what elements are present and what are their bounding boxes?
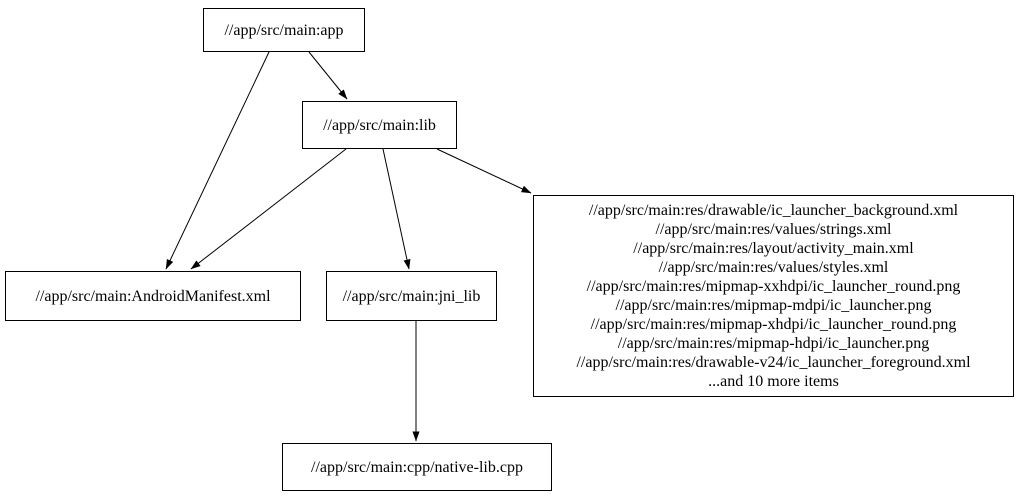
node-nativelib-cpp: //app/src/main:cpp/native-lib.cpp [282,443,552,491]
edge-app-to-androidmanifest [165,51,270,270]
node-app: //app/src/main:app [203,8,365,52]
node-app-label: //app/src/main:app [224,21,344,39]
node-androidmanifest: //app/src/main:AndroidManifest.xml [5,271,301,321]
node-androidmanifest-label: //app/src/main:AndroidManifest.xml [35,287,271,305]
node-nativelib-cpp-label: //app/src/main:cpp/native-lib.cpp [311,458,523,476]
res-group-line: //app/src/main:res/mipmap-hdpi/ic_launch… [617,335,930,352]
res-group-line: //app/src/main:res/layout/activity_main.… [633,240,914,257]
res-group-line: //app/src/main:res/mipmap-mdpi/ic_launch… [615,297,932,314]
node-lib-label: //app/src/main:lib [323,116,436,134]
res-group-line: //app/src/main:res/mipmap-xhdpi/ic_launc… [590,316,957,333]
node-jnilib: //app/src/main:jni_lib [326,271,497,321]
node-jnilib-label: //app/src/main:jni_lib [342,287,481,305]
res-group-line: //app/src/main:res/drawable/ic_launcher_… [588,202,959,219]
edge-lib-to-resgroup [436,148,532,194]
res-group-line: //app/src/main:res/drawable-v24/ic_launc… [576,354,971,371]
edge-app-to-lib [308,51,348,100]
res-group-line: //app/src/main:res/mipmap-xxhdpi/ic_laun… [586,278,961,295]
res-group-line: //app/src/main:res/values/strings.xml [655,221,892,238]
node-res-group: //app/src/main:res/drawable/ic_launcher_… [533,195,1014,397]
res-group-line: //app/src/main:res/values/styles.xml [658,259,889,276]
edge-lib-to-jnilib [382,148,411,270]
node-lib: //app/src/main:lib [302,101,457,149]
edge-lib-to-androidmanifest [190,148,347,270]
res-group-line: ...and 10 more items [708,373,839,390]
